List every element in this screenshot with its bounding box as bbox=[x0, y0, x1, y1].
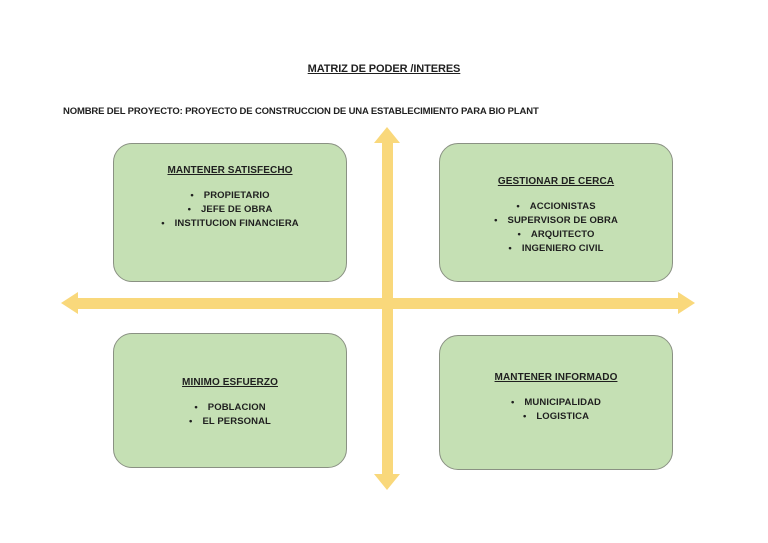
arrow-right-icon bbox=[678, 292, 695, 314]
stakeholder-item: ARQUITECTO bbox=[494, 228, 618, 242]
stakeholder-item: JEFE DE OBRA bbox=[161, 203, 299, 217]
arrow-up-icon bbox=[374, 127, 400, 143]
stakeholder-item: MUNICIPALIDAD bbox=[511, 396, 601, 410]
quadrant-minimo-esfuerzo: MINIMO ESFUERZO POBLACION EL PERSONAL bbox=[113, 333, 347, 468]
page-title: MATRIZ DE PODER /INTERES bbox=[307, 63, 461, 75]
stakeholder-item: EL PERSONAL bbox=[189, 415, 271, 429]
arrow-down-icon bbox=[374, 474, 400, 490]
horizontal-axis-shaft bbox=[78, 298, 679, 309]
quadrant-gestionar-de-cerca: GESTIONAR DE CERCA ACCIONISTAS SUPERVISO… bbox=[439, 143, 673, 282]
project-name-line: NOMBRE DEL PROYECTO: PROYECTO DE CONSTRU… bbox=[63, 106, 539, 117]
stakeholder-list: POBLACION EL PERSONAL bbox=[189, 401, 271, 429]
arrow-left-icon bbox=[61, 292, 78, 314]
stakeholder-item: INSTITUCION FINANCIERA bbox=[161, 217, 299, 231]
stakeholder-list: MUNICIPALIDAD LOGISTICA bbox=[511, 396, 601, 424]
stakeholder-item: SUPERVISOR DE OBRA bbox=[494, 214, 618, 228]
quadrant-title: GESTIONAR DE CERCA bbox=[497, 176, 615, 187]
stakeholder-item: PROPIETARIO bbox=[161, 189, 299, 203]
stakeholder-list: PROPIETARIO JEFE DE OBRA INSTITUCION FIN… bbox=[161, 189, 299, 231]
stakeholder-item: LOGISTICA bbox=[511, 410, 601, 424]
quadrant-title: MANTENER SATISFECHO bbox=[167, 165, 293, 176]
quadrant-mantener-satisfecho: MANTENER SATISFECHO PROPIETARIO JEFE DE … bbox=[113, 143, 347, 282]
stakeholder-list: ACCIONISTAS SUPERVISOR DE OBRA ARQUITECT… bbox=[494, 200, 618, 256]
quadrant-title: MINIMO ESFUERZO bbox=[182, 377, 278, 388]
stakeholder-item: POBLACION bbox=[189, 401, 271, 415]
stakeholder-item: INGENIERO CIVIL bbox=[494, 242, 618, 256]
stakeholder-item: ACCIONISTAS bbox=[494, 200, 618, 214]
quadrant-mantener-informado: MANTENER INFORMADO MUNICIPALIDAD LOGISTI… bbox=[439, 335, 673, 470]
quadrant-title: MANTENER INFORMADO bbox=[494, 372, 618, 383]
